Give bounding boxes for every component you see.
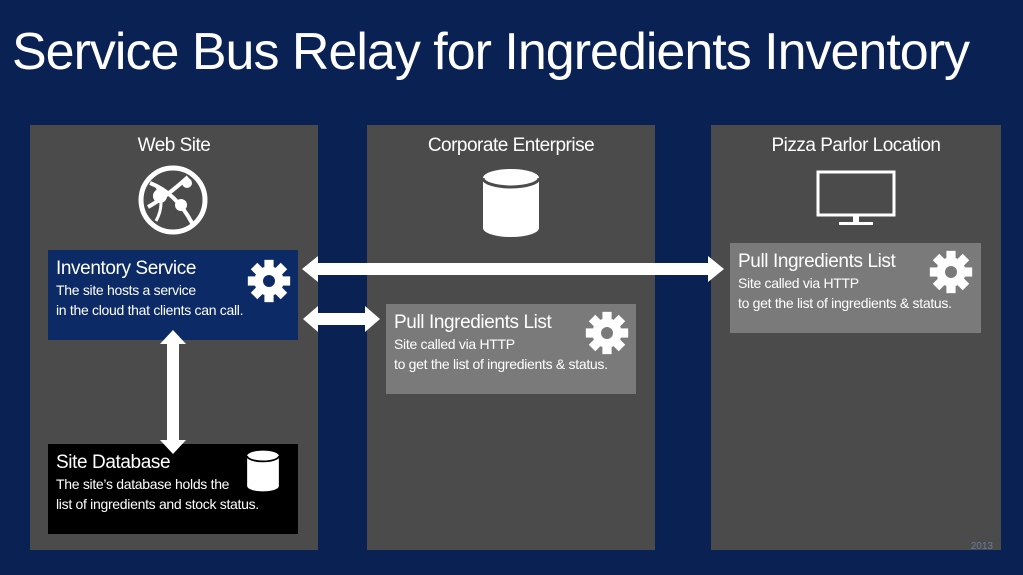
inventory-service-line2: in the cloud that clients can call. (56, 302, 244, 318)
service-to-corporate-arrow (303, 306, 380, 332)
corporate-pull-box: Pull Ingredients List Site called via HT… (386, 304, 636, 394)
database-icon (246, 450, 280, 492)
inventory-service-title: Inventory Service (56, 258, 196, 279)
inventory-service-line1: The site hosts a service (56, 282, 196, 298)
web-site-column-title: Web Site (137, 135, 211, 156)
pizza-pull-title: Pull Ingredients List (738, 251, 896, 272)
pizza-pull-line1: Site called via HTTP (738, 275, 859, 291)
pizza-parlor-column: Pizza Parlor Location (711, 125, 1001, 550)
inventory-service-box: Inventory Service The site hosts a servi… (48, 250, 298, 340)
pizza-pull-box: Pull Ingredients List Site called via HT… (730, 243, 981, 333)
web-globe-icon (138, 165, 208, 235)
slide-title: Service Bus Relay for Ingredients Invent… (12, 23, 970, 81)
footer-text: 2013 (970, 541, 993, 552)
corporate-pull-line1: Site called via HTTP (394, 336, 515, 352)
pizza-parlor-column-title: Pizza Parlor Location (771, 135, 941, 156)
site-database-box: Site Database The site’s database holds … (48, 444, 298, 534)
service-to-database-arrow (160, 330, 186, 454)
gear-icon (246, 258, 292, 304)
pizza-pull-line2: to get the list of ingredients & status. (738, 295, 952, 311)
site-database-line1: The site’s database holds the (56, 476, 230, 492)
monitor-icon (816, 170, 896, 225)
gear-icon (584, 310, 630, 356)
site-database-title: Site Database (56, 452, 171, 473)
service-to-pizza-arrow (302, 256, 724, 282)
site-database-line2: list of ingredients and stock status. (56, 496, 259, 512)
corporate-pull-line2: to get the list of ingredients & status. (394, 356, 608, 372)
corporate-pull-title: Pull Ingredients List (394, 312, 552, 333)
gear-icon (928, 249, 974, 295)
corporate-enterprise-column-title: Corporate Enterprise (427, 135, 595, 156)
database-icon (481, 168, 541, 238)
